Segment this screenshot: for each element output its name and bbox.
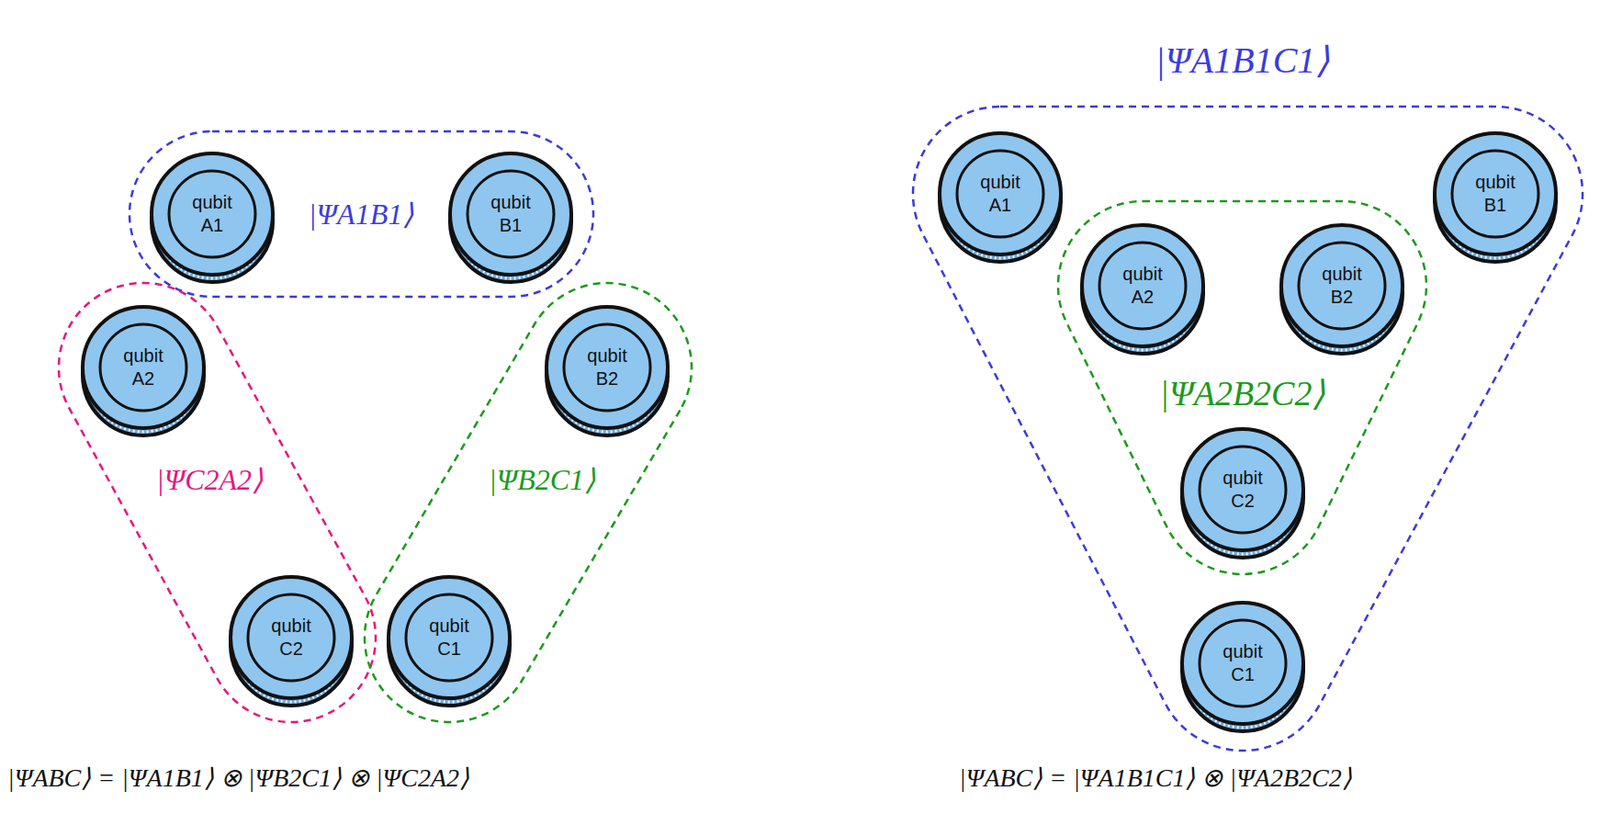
state-label: |ΨC2A2⟩	[156, 464, 263, 495]
qubit-label: qubit B1	[490, 191, 530, 237]
qubit-label: qubit A1	[980, 170, 1020, 217]
state-label: |ΨA2B2C2⟩	[1160, 375, 1327, 411]
state-label: |ΨB2C1⟩	[488, 464, 596, 495]
qubit-label: qubit A2	[123, 344, 163, 391]
qubit: qubit A2	[74, 301, 213, 449]
state-group: |ΨC2A2⟩ qubit A2 qubit C2	[50, 275, 386, 731]
qubit: qubit B1	[441, 147, 580, 295]
qubit: qubit B2	[1273, 219, 1411, 367]
state-group: |ΨA1B1⟩ qubit A1 qubit B1	[119, 119, 607, 308]
qubit-label: qubit A2	[1122, 262, 1162, 309]
qubit: qubit C1	[380, 571, 519, 719]
qubit: qubit B2	[538, 301, 677, 449]
state-equation: |ΨABC⟩ = |ΨA1B1C1⟩ ⊗ |ΨA2B2C2⟩	[958, 762, 1353, 794]
dashed-outline	[912, 106, 1583, 751]
qubit: qubit B1	[1426, 127, 1565, 275]
qubit-label: qubit C1	[428, 614, 469, 661]
dashed-outline	[129, 131, 594, 297]
qubit: qubit C2	[1173, 423, 1312, 571]
state-label: |ΨA1B1⟩	[308, 199, 414, 229]
qubit-label: qubit B2	[586, 344, 627, 391]
qubit-label: qubit B1	[1475, 170, 1515, 217]
qubit: qubit A1	[931, 127, 1070, 275]
qubit-label: qubit C2	[270, 614, 311, 661]
state-equation: |ΨABC⟩ = |ΨA1B1⟩ ⊗ |ΨB2C1⟩ ⊗ |ΨC2A2⟩	[7, 762, 470, 794]
dashed-outline	[1058, 201, 1427, 575]
dashed-outline	[364, 282, 692, 722]
qubit-label: qubit C1	[1222, 640, 1262, 687]
state-label: |ΨA1B1C1⟩	[1155, 42, 1331, 79]
qubit: qubit C2	[222, 571, 361, 719]
qubit-label: qubit B2	[1321, 262, 1362, 309]
state-group: |ΨA2B2C2⟩ qubit A2 qubit B2 qubit C2	[1051, 194, 1433, 581]
qubit-label: qubit A1	[191, 191, 232, 237]
qubit: qubit A2	[1073, 219, 1212, 367]
dashed-outline	[58, 282, 376, 722]
state-group: |ΨB2C1⟩ qubit B2 qubit C1	[358, 275, 700, 731]
state-group: |ΨA1B1C1⟩ qubit A1 qubit B1 |ΨA2B2C2⟩ qubit …	[904, 27, 1592, 758]
qubit: qubit A1	[143, 147, 282, 295]
qubit-label: qubit C2	[1222, 466, 1262, 513]
qubit: qubit C1	[1173, 597, 1312, 744]
